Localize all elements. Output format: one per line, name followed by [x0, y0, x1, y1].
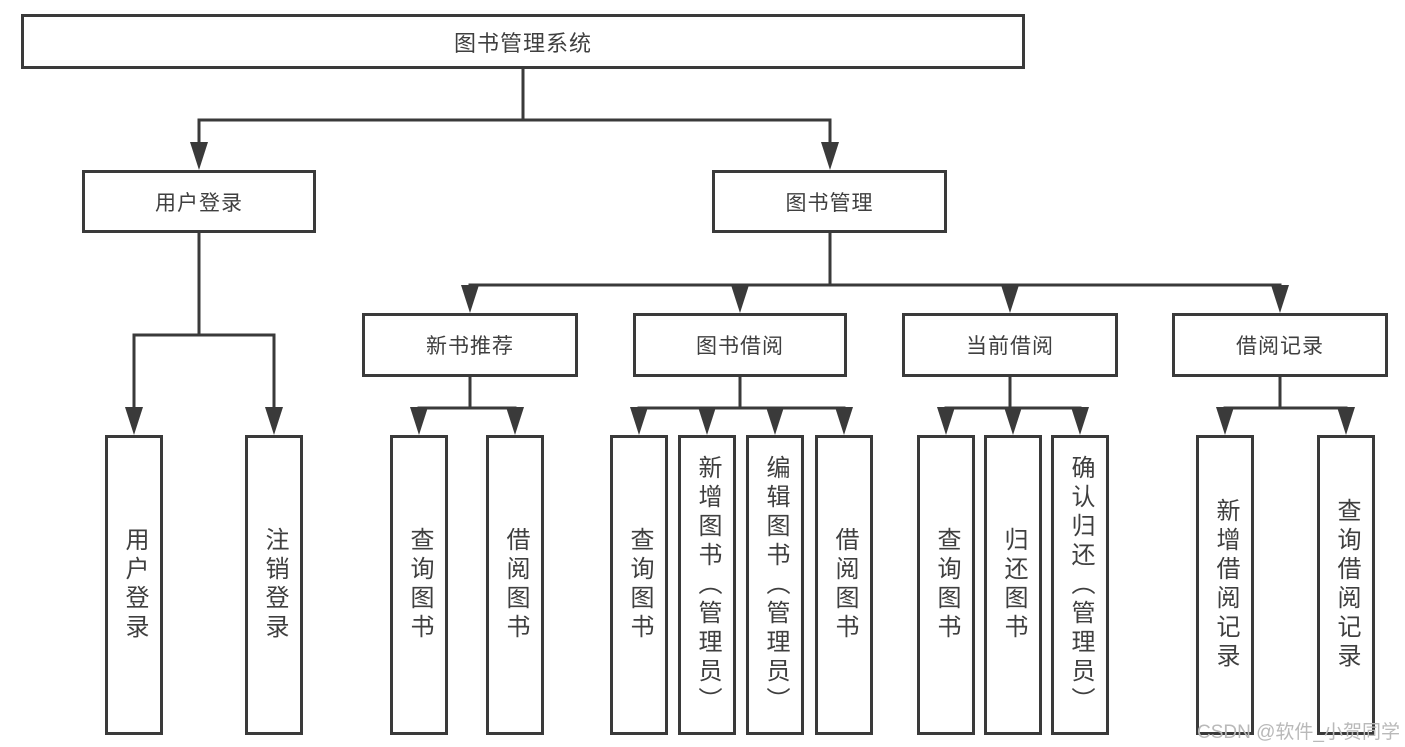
leaf-borrow-books-recommend: 借阅图书: [486, 435, 544, 735]
leaf-query-books-current: 查询图书: [917, 435, 975, 735]
arrowhead: [1271, 285, 1289, 313]
arrowhead: [630, 407, 648, 435]
node-new-book-recommend: 新书推荐: [362, 313, 578, 377]
watermark: CSDN @软件_小贺同学: [1197, 722, 1400, 743]
arrowhead: [1001, 285, 1019, 313]
node-book-borrow: 图书借阅: [633, 313, 847, 377]
node-current-borrow: 当前借阅: [902, 313, 1118, 377]
arrowhead: [821, 142, 839, 170]
leaf-confirm-return-admin: 确认归还（管理员）: [1051, 435, 1109, 735]
connector-user-login-children: [132, 233, 276, 410]
arrowhead: [190, 142, 208, 170]
arrowhead: [1004, 407, 1022, 435]
arrowhead: [937, 407, 955, 435]
connector-new-book-recommend-children: [417, 377, 517, 410]
connector-root-to-level2: [197, 69, 832, 146]
leaf-query-books-borrow: 查询图书: [610, 435, 668, 735]
leaf-borrow-books-borrow: 借阅图书: [815, 435, 873, 735]
node-user-login: 用户登录: [82, 170, 316, 233]
arrowhead: [835, 407, 853, 435]
arrowhead: [731, 285, 749, 313]
arrowhead: [1071, 407, 1089, 435]
node-borrow-records: 借阅记录: [1172, 313, 1388, 377]
leaf-add-borrow-record: 新增借阅记录: [1196, 435, 1254, 735]
leaf-add-book-admin: 新增图书（管理员）: [678, 435, 736, 735]
connector-book-borrow-children: [637, 377, 846, 410]
leaf-return-book: 归还图书: [984, 435, 1042, 735]
leaf-query-books-recommend: 查询图书: [390, 435, 448, 735]
leaf-edit-book-admin: 编辑图书（管理员）: [746, 435, 804, 735]
arrowhead: [265, 407, 283, 435]
arrowhead: [506, 407, 524, 435]
arrowhead: [410, 407, 428, 435]
connector-borrow-records-children: [1223, 377, 1348, 410]
node-library-management-system: 图书管理系统: [21, 14, 1025, 69]
connector-book-management-children: [468, 233, 1282, 287]
leaf-logout: 注销登录: [245, 435, 303, 735]
leaf-query-borrow-record: 查询借阅记录: [1317, 435, 1375, 735]
leaf-user-login: 用户登录: [105, 435, 163, 735]
arrowhead: [766, 407, 784, 435]
connector-current-borrow-children: [944, 377, 1082, 410]
arrowhead: [698, 407, 716, 435]
arrowhead: [1337, 407, 1355, 435]
arrowhead: [1216, 407, 1234, 435]
node-book-management: 图书管理: [712, 170, 947, 233]
arrowhead: [461, 285, 479, 313]
arrowhead: [125, 407, 143, 435]
